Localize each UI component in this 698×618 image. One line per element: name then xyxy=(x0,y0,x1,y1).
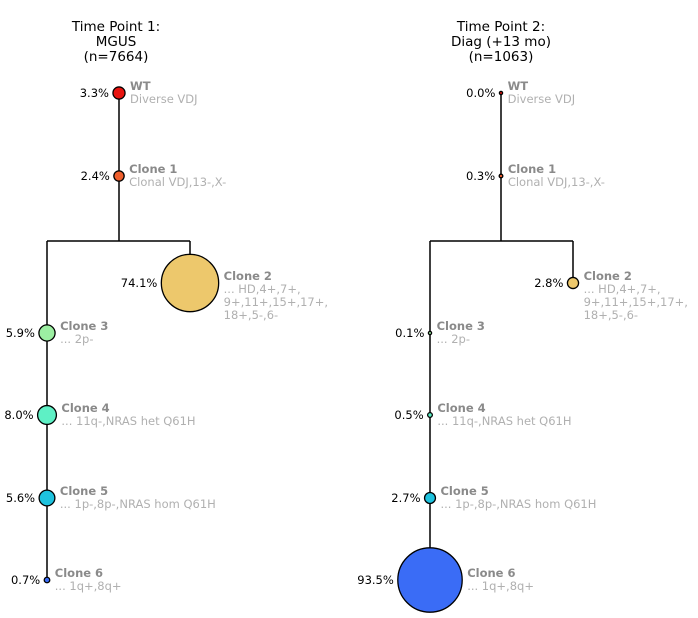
panel1-clone-3-percent: 5.9% xyxy=(6,326,35,340)
panel2-clone-5-name: Clone 5 xyxy=(440,484,488,498)
panel1-clone-3-name: Clone 3 xyxy=(60,319,108,333)
panel1-wt-percent: 3.3% xyxy=(80,86,109,100)
panel2-clone-6-node xyxy=(397,547,463,613)
panel1-clone-1-description-1: Clonal VDJ,13-,X- xyxy=(129,175,226,189)
panel1-clone-4-description-1: ... 11q-,NRAS het Q61H xyxy=(61,414,195,428)
panel1-clone-5-percent: 5.6% xyxy=(6,491,35,505)
panel1-clone-2-node xyxy=(160,253,220,313)
panel2-wt-node xyxy=(498,90,504,96)
panel2-clone-1-description-1: Clonal VDJ,13-,X- xyxy=(508,175,605,189)
panel2-clone-6-percent: 93.5% xyxy=(357,573,394,587)
panel2-clone-2-description-1: ... HD,4+,7+, xyxy=(584,282,661,296)
panel1-title-line-1: Time Point 1: xyxy=(71,19,160,35)
panel1-wt-description-1: Diverse VDJ xyxy=(130,92,198,106)
panel1-clone-3-node xyxy=(38,324,56,342)
panel1-clone-6-description-1: ... 1q+,8q+ xyxy=(55,579,122,593)
panel1-clone-2-description-3: 18+,5-,6- xyxy=(224,308,279,322)
panel2-clone-2-percent: 2.8% xyxy=(534,276,563,290)
panel2-wt-description-1: Diverse VDJ xyxy=(508,92,575,106)
panel1-clone-6-percent: 0.7% xyxy=(11,573,40,587)
panel2-clone-2-name: Clone 2 xyxy=(584,269,632,283)
panel2-clone-3-percent: 0.1% xyxy=(395,326,424,340)
panel1-clone-4-name: Clone 4 xyxy=(61,401,109,415)
panel2-clone-6-name: Clone 6 xyxy=(467,566,515,580)
panel1-clone-4-percent: 8.0% xyxy=(4,408,33,422)
panel2-wt-percent: 0.0% xyxy=(466,86,495,100)
panel2-title-line-1: Time Point 2: xyxy=(456,19,545,35)
panel2-clone-4-description-1: ... 11q-,NRAS het Q61H xyxy=(437,414,571,428)
panel1-clone-1-name: Clone 1 xyxy=(129,162,177,176)
panel2-clone-1-node xyxy=(498,173,504,179)
panel1-clone-2-percent: 74.1% xyxy=(121,276,158,290)
panel1-wt-node xyxy=(112,86,126,100)
panel2-clone-4-name: Clone 4 xyxy=(437,401,485,415)
panel1-clone-2-description-2: 9+,11+,15+,17+, xyxy=(224,295,328,309)
panel1-clone-2-name: Clone 2 xyxy=(224,269,272,283)
panel2-clone-5-description-1: ... 1p-,8p-,NRAS hom Q61H xyxy=(440,497,596,511)
panel2-clone-5-percent: 2.7% xyxy=(391,491,420,505)
panel2-clone-3-node xyxy=(427,330,433,336)
panel2-clone-4-percent: 0.5% xyxy=(394,408,423,422)
panel1-clone-5-node xyxy=(38,489,56,507)
panel2-clone-5-node xyxy=(423,491,437,505)
panel1-title-line-3: (n=7664) xyxy=(84,49,149,65)
panel1-clone-6-name: Clone 6 xyxy=(55,566,103,580)
panel1-clone-1-percent: 2.4% xyxy=(81,169,110,183)
panel2-clone-2-node xyxy=(566,276,580,290)
panel1-clone-3-description-1: ... 2p- xyxy=(60,332,93,346)
panel2-wt-name: WT xyxy=(508,79,529,93)
panel1-clone-4-node xyxy=(36,404,58,426)
panel2-clone-3-description-1: ... 2p- xyxy=(437,332,470,346)
panel1-clone-1-node xyxy=(113,170,125,182)
panel2-clone-6-description-1: ... 1q+,8q+ xyxy=(467,579,534,593)
panel2-clone-1-percent: 0.3% xyxy=(466,169,495,183)
panel2-title-line-3: (n=1063) xyxy=(469,49,534,65)
panel2-clone-2-description-2: 9+,11+,15+,17+, xyxy=(584,295,688,309)
panel1-clone-5-description-1: ... 1p-,8p-,NRAS hom Q61H xyxy=(60,497,216,511)
panel2-clone-1-name: Clone 1 xyxy=(508,162,556,176)
panel2-clone-2-description-3: 18+,5-,6- xyxy=(584,308,639,322)
panel1-wt-name: WT xyxy=(130,79,151,93)
panel2-title-line-2: Diag (+13 mo) xyxy=(451,34,551,50)
panel1-clone-6-node xyxy=(43,576,51,584)
panel1-clone-2-description-1: ... HD,4+,7+, xyxy=(224,282,301,296)
panel1-title-line-2: MGUS xyxy=(96,34,137,50)
panel2-clone-4-node xyxy=(426,411,434,419)
panel2-clone-3-name: Clone 3 xyxy=(437,319,485,333)
panel1-clone-5-name: Clone 5 xyxy=(60,484,108,498)
